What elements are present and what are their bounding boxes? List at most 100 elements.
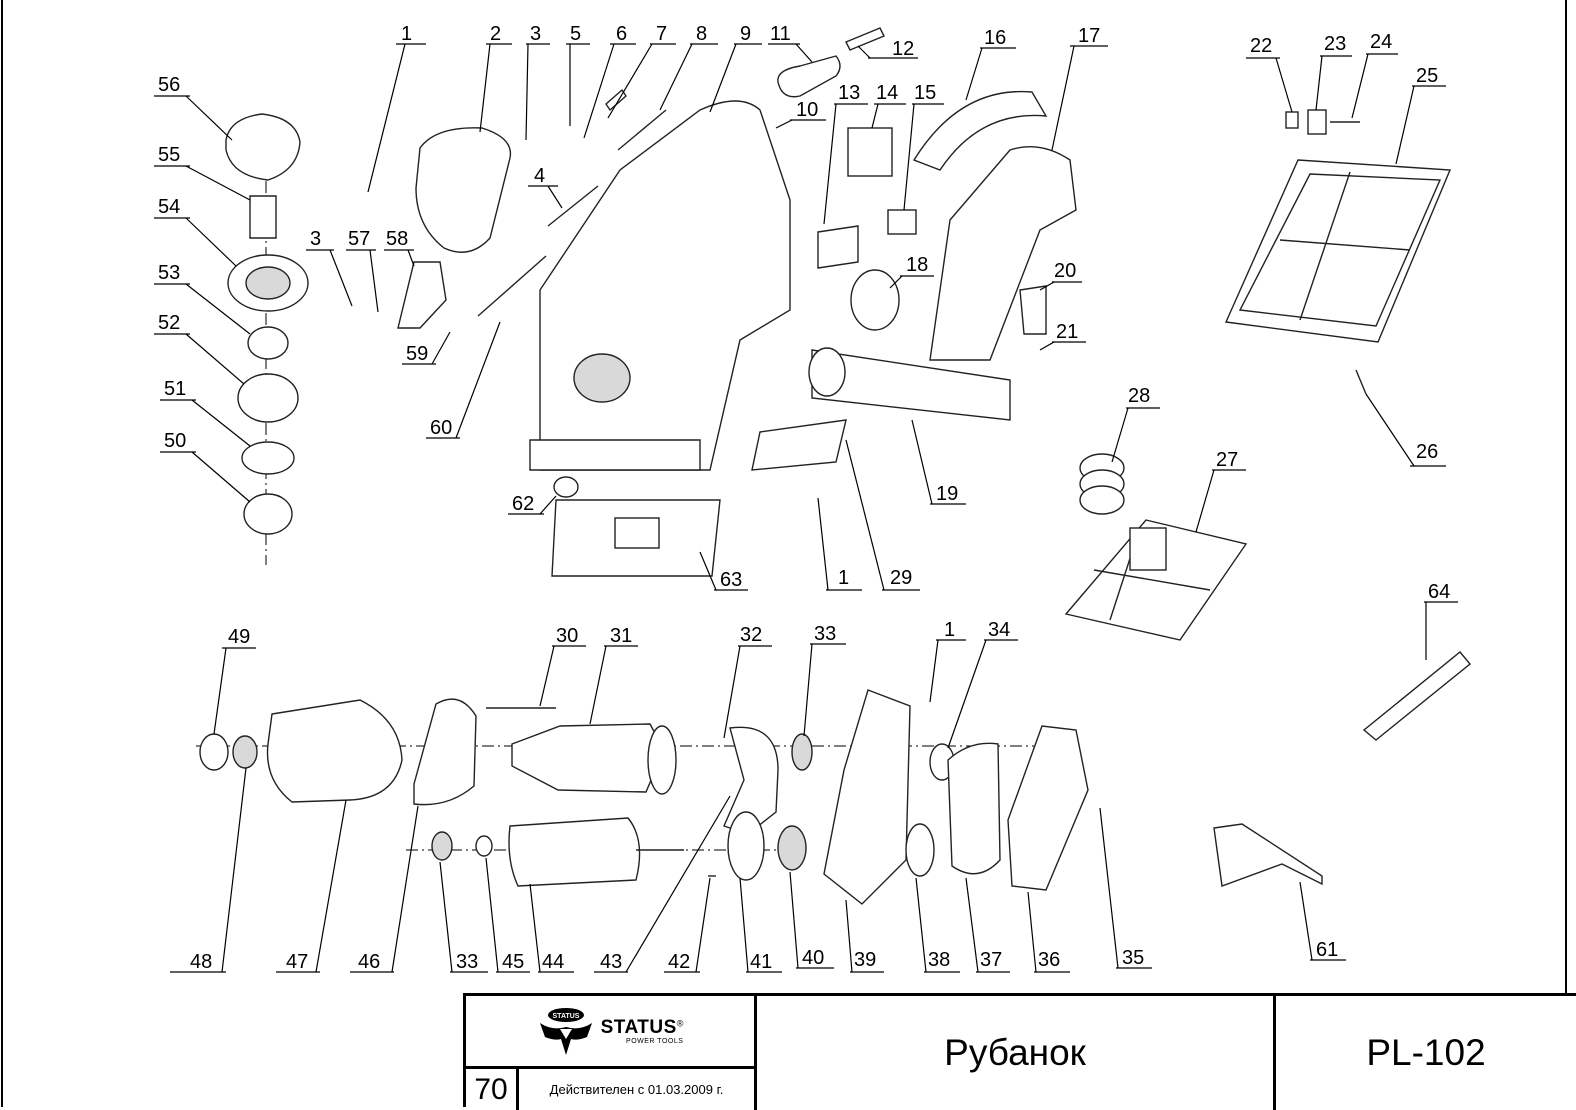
callout-label: 58 xyxy=(386,228,408,250)
callout-30: 30 xyxy=(539,625,586,707)
callout-label: 42 xyxy=(668,951,690,973)
callout-3-top: 3 xyxy=(525,23,550,141)
callout-label: 35 xyxy=(1122,947,1144,969)
callout-label: 51 xyxy=(164,378,186,400)
callout-label: 1 xyxy=(401,23,412,45)
callout-42: 42 xyxy=(664,877,711,973)
tools xyxy=(1213,651,1471,887)
knob-assembly xyxy=(225,113,309,565)
callout-32: 32 xyxy=(723,624,772,739)
brand-name: STATUS xyxy=(600,1016,677,1038)
callout-14: 14 xyxy=(871,82,906,129)
callout-7: 7 xyxy=(607,23,676,119)
callout-label: 28 xyxy=(1128,385,1150,407)
callout-label: 7 xyxy=(656,23,667,45)
callout-label: 38 xyxy=(928,949,950,971)
callout-label: 16 xyxy=(984,27,1006,49)
callout-28: 28 xyxy=(1111,385,1160,463)
base-plate-assembly xyxy=(1224,109,1452,395)
validity-date: Действителен с 01.03.2009 г. xyxy=(549,1082,724,1097)
callout-label: 52 xyxy=(158,312,180,334)
callout-label: 27 xyxy=(1216,449,1238,471)
callout-label: 40 xyxy=(802,947,824,969)
callout-label: 22 xyxy=(1250,35,1272,57)
callout-22: 22 xyxy=(1246,35,1293,113)
callout-label: 9 xyxy=(740,23,751,45)
callout-label: 18 xyxy=(906,254,928,276)
callout-label: 29 xyxy=(890,567,912,589)
callout-9: 9 xyxy=(709,23,762,113)
callout-58: 58 xyxy=(384,228,415,267)
callout-12: 12 xyxy=(857,38,918,60)
callout-1-motor: 1 xyxy=(929,619,966,703)
callout-35: 35 xyxy=(1099,807,1152,969)
callout-53: 53 xyxy=(154,262,251,335)
logo-cell: STATUS STATUS® POWER TOOLS 70 Действител… xyxy=(466,996,757,1110)
callout-16: 16 xyxy=(965,27,1016,101)
callout-43: 43 xyxy=(594,795,731,973)
callout-8: 8 xyxy=(659,23,718,111)
callout-34: 34 xyxy=(947,619,1018,749)
callout-19: 19 xyxy=(911,419,966,505)
callout-33-bottom: 33 xyxy=(439,861,488,973)
callout-label: 4 xyxy=(534,165,545,187)
callout-20: 20 xyxy=(1039,260,1082,291)
callout-54: 54 xyxy=(154,196,237,267)
callout-label: 6 xyxy=(616,23,627,45)
callout-label: 13 xyxy=(838,82,860,104)
callout-18: 18 xyxy=(889,254,934,289)
callout-1: 1 xyxy=(367,23,426,193)
callout-46: 46 xyxy=(350,805,419,973)
callout-label: 32 xyxy=(740,624,762,646)
registered-mark: ® xyxy=(676,1018,684,1029)
callout-24: 24 xyxy=(1351,31,1398,119)
callout-6: 6 xyxy=(583,23,636,139)
callout-1-mid: 1 xyxy=(817,497,862,591)
callout-45: 45 xyxy=(485,857,530,973)
callout-label: 41 xyxy=(750,951,772,973)
svg-text:STATUS: STATUS xyxy=(552,1013,579,1020)
callout-label: 11 xyxy=(770,23,791,45)
callout-4: 4 xyxy=(528,165,563,209)
callout-label: 34 xyxy=(988,619,1010,641)
callout-44: 44 xyxy=(529,883,574,973)
callout-label: 53 xyxy=(158,262,180,284)
callout-label: 48 xyxy=(190,951,212,973)
callout-label: 43 xyxy=(600,951,622,973)
callout-11: 11 xyxy=(768,23,813,63)
callout-label: 21 xyxy=(1056,321,1078,343)
callout-label: 60 xyxy=(430,417,452,439)
callout-label: 24 xyxy=(1370,31,1392,53)
callout-10: 10 xyxy=(775,99,826,129)
page-number: 70 xyxy=(466,1069,519,1110)
callout-label: 36 xyxy=(1038,949,1060,971)
spring-tray-assembly xyxy=(1064,453,1248,641)
callout-29: 29 xyxy=(845,439,920,591)
callout-50: 50 xyxy=(160,430,251,503)
callout-5: 5 xyxy=(566,23,590,126)
callout-label: 46 xyxy=(358,951,380,973)
motor-assembly xyxy=(196,689,1089,905)
callout-13: 13 xyxy=(823,82,868,225)
callout-label: 59 xyxy=(406,343,428,365)
callout-label: 10 xyxy=(796,99,818,121)
callout-label: 62 xyxy=(512,493,534,515)
callout-label: 45 xyxy=(502,951,524,973)
callout-label: 31 xyxy=(610,625,632,647)
callout-38: 38 xyxy=(915,877,960,973)
callout-label: 63 xyxy=(720,569,742,591)
callout-23: 23 xyxy=(1315,33,1352,111)
callout-57: 57 xyxy=(346,228,379,313)
callout-40: 40 xyxy=(789,871,834,969)
callout-59: 59 xyxy=(402,331,451,365)
callout-62: 62 xyxy=(508,493,557,515)
callout-60: 60 xyxy=(426,321,501,439)
callout-label: 44 xyxy=(542,951,564,973)
callout-label: 1 xyxy=(838,567,849,589)
callout-label: 33 xyxy=(814,623,836,645)
callout-49: 49 xyxy=(213,626,256,735)
callout-39: 39 xyxy=(845,899,884,973)
callout-31: 31 xyxy=(589,625,638,725)
title-block: STATUS STATUS® POWER TOOLS 70 Действител… xyxy=(463,993,1576,1110)
